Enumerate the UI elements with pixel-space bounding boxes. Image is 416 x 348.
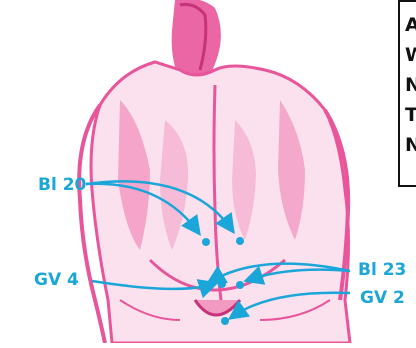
- info-line: N: [405, 70, 416, 100]
- info-line: A: [405, 10, 416, 40]
- label-bl23: Bl 23: [358, 262, 406, 279]
- info-box: A W N T N: [398, 0, 416, 187]
- label-gv4: GV 4: [34, 272, 79, 289]
- label-bl20: Bl 20: [38, 177, 86, 194]
- point-gv2: [221, 317, 229, 325]
- label-gv2: GV 2: [360, 290, 405, 307]
- point-gv4: [218, 280, 226, 288]
- info-line: W: [405, 40, 416, 70]
- info-line: N: [405, 130, 416, 160]
- point-bl20-left: [202, 238, 210, 246]
- info-line: T: [405, 100, 416, 130]
- point-bl20-right: [236, 237, 244, 245]
- point-bl23-right: [236, 281, 244, 289]
